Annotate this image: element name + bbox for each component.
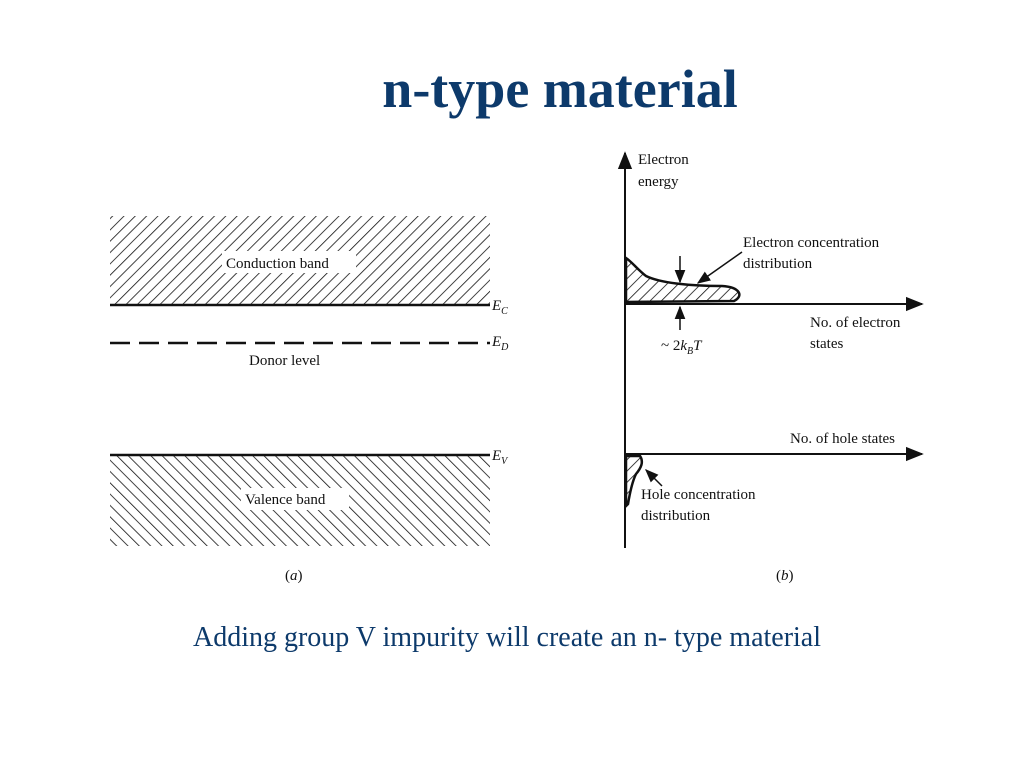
conduction-band-label: Conduction band — [226, 256, 329, 272]
donor-level-label: Donor level — [249, 353, 320, 369]
electron-concentration-curve — [624, 255, 741, 304]
electron-dist-label-line1: Electron concentration — [743, 235, 880, 251]
hole-states-label: No. of hole states — [790, 431, 895, 447]
electron-states-label-line1: No. of electron — [810, 315, 901, 331]
hole-dist-pointer — [645, 469, 663, 487]
valence-band-label: Valence band — [245, 492, 326, 508]
slide-title: n-type material — [382, 59, 738, 119]
panel-a: Conduction band EC ED Donor level Valenc… — [110, 216, 509, 584]
ec-label: EC — [491, 298, 508, 317]
electron-states-label-line2: states — [810, 336, 843, 352]
panel-b-label: (b) — [776, 568, 794, 584]
panel-a-label: (a) — [285, 568, 303, 584]
width-label: ~ 2kBT — [661, 338, 703, 357]
ed-label: ED — [491, 334, 509, 353]
energy-axis-label-line1: Electron — [638, 152, 689, 168]
electron-dist-pointer — [696, 251, 743, 284]
ev-label: EV — [491, 448, 509, 467]
slide-caption: Adding group V impurity will create an n… — [192, 622, 822, 653]
hole-dist-label-line2: distribution — [641, 508, 711, 524]
panel-b: Electron energy ~ 2kBT Electron concentr… — [617, 151, 924, 584]
electron-dist-label-line2: distribution — [743, 256, 813, 272]
hole-concentration-curve — [624, 454, 644, 510]
hole-dist-label-line1: Hole concentration — [641, 487, 756, 503]
energy-axis-label-line2: energy — [638, 174, 679, 190]
